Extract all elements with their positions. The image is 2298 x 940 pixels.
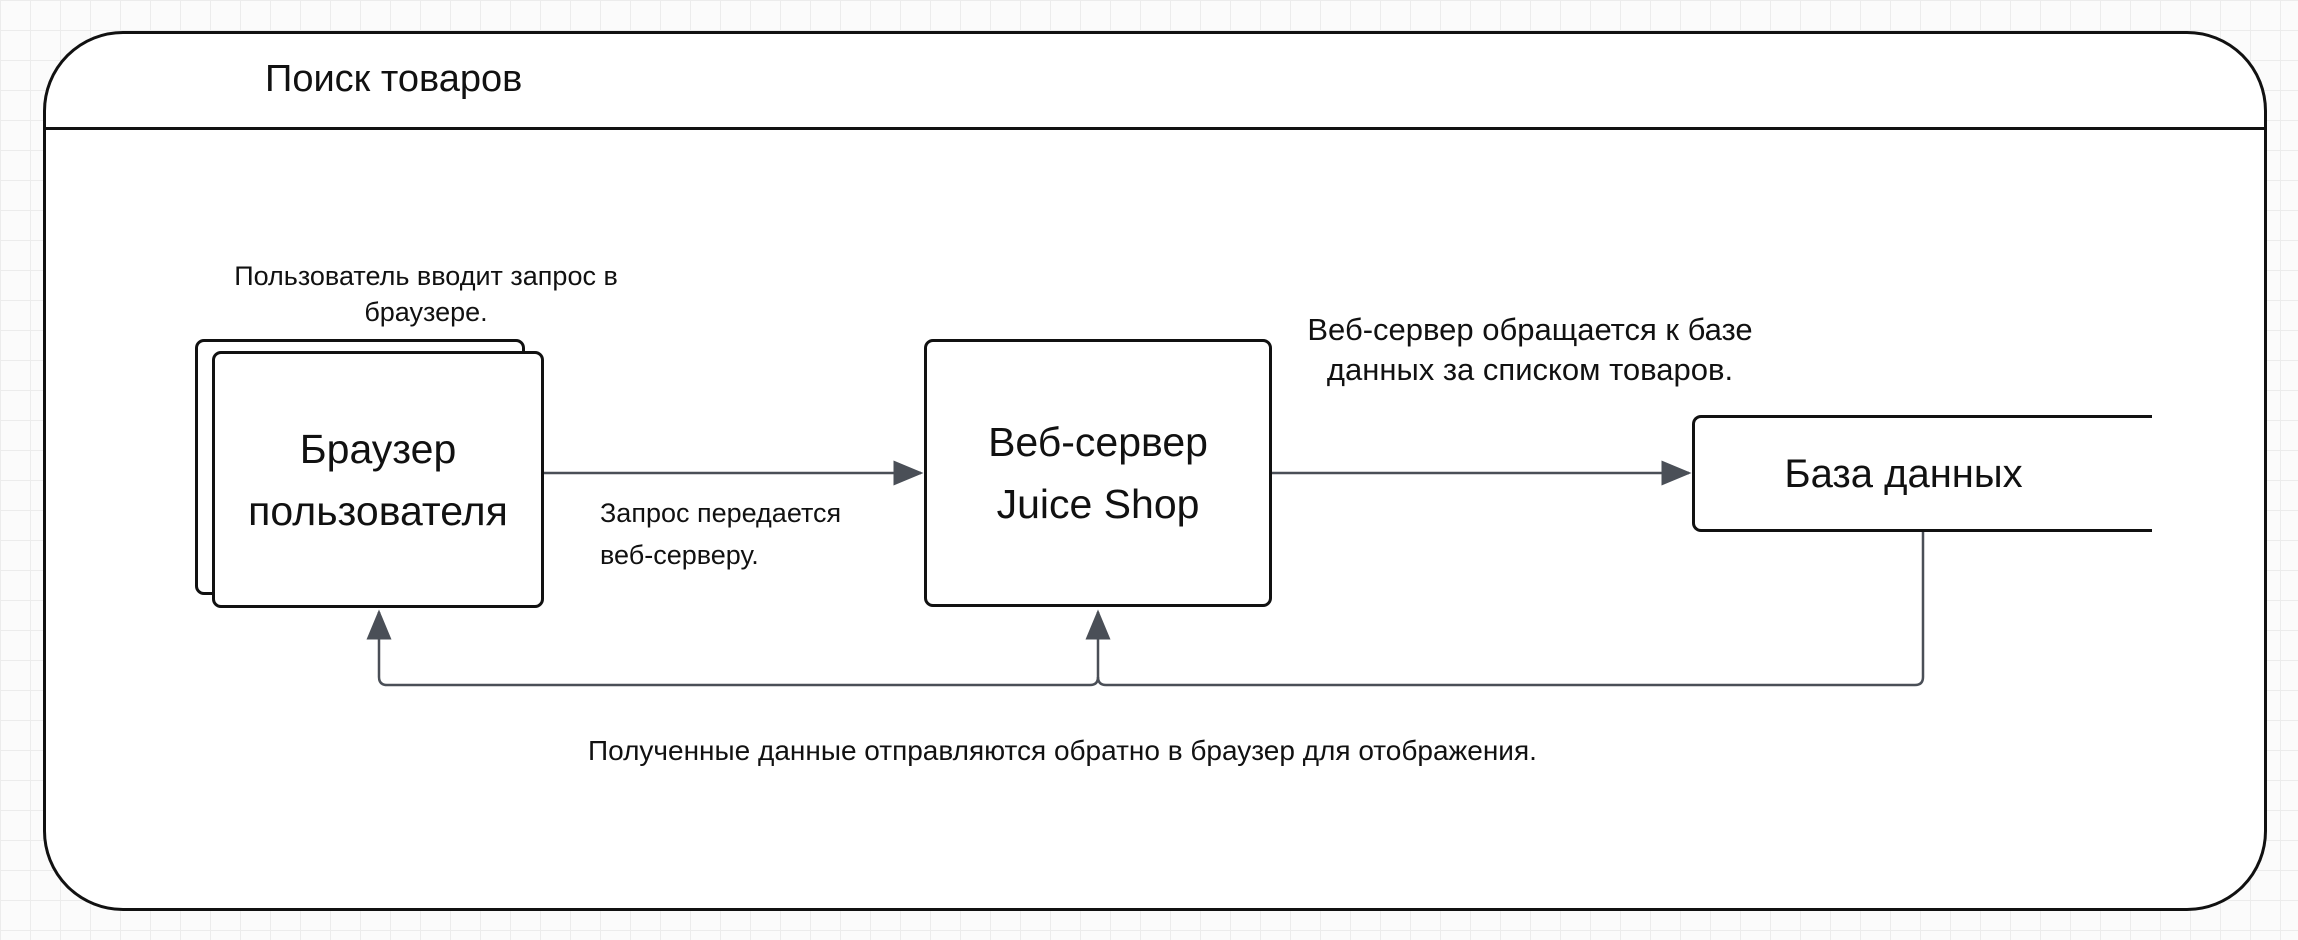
frame-divider bbox=[46, 127, 2264, 130]
edge-server-to-browser[interactable] bbox=[366, 609, 1100, 687]
database-node[interactable]: База данных bbox=[1692, 415, 2152, 532]
frame-title: Поиск товаров bbox=[265, 58, 523, 100]
web-server-node-label: Веб-сервер Juice Shop bbox=[988, 419, 1208, 527]
database-node-label: База данных bbox=[1784, 451, 2023, 496]
browser-node[interactable]: Браузер пользователя bbox=[212, 351, 544, 608]
request-edge-label: Запрос передается веб-серверу. bbox=[600, 498, 842, 570]
user-input-annotation: Пользователь вводит запрос в браузере. bbox=[234, 261, 618, 327]
db-query-edge-label: Веб-сервер обращается к базе данных за с… bbox=[1307, 312, 1753, 387]
data-return-edge-label: Полученные данные отправляются обратно в… bbox=[588, 735, 1537, 766]
browser-node-label: Браузер пользователя bbox=[248, 425, 508, 534]
web-server-node[interactable]: Веб-сервер Juice Shop bbox=[924, 339, 1272, 607]
